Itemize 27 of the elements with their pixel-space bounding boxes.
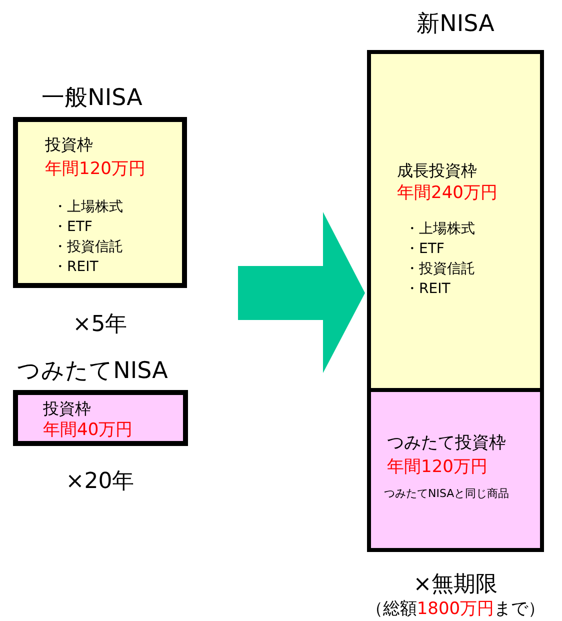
plan-box	[371, 388, 540, 548]
box-heading: 新NISA	[416, 12, 496, 38]
item-text: ・REIT	[405, 282, 450, 298]
amount-text: 年間240万円	[397, 184, 498, 203]
box-heading: 一般NISA	[40, 86, 144, 112]
item-text: ・ETF	[53, 220, 92, 236]
plan-box	[371, 54, 540, 388]
amount-text: 年間120万円	[387, 458, 488, 477]
item-text: ・上場株式	[405, 222, 475, 238]
item-text: ・投資信託	[53, 240, 123, 256]
item-text: ・上場株式	[53, 200, 123, 216]
multiplier-label: ×20年	[64, 470, 136, 494]
item-text: 投資枠	[45, 136, 93, 154]
multiplier-label: ×無期限	[412, 573, 499, 598]
item-text: つみたてNISAと同じ商品	[384, 488, 510, 500]
item-text: ・投資信託	[405, 262, 475, 278]
item-text: ・ETF	[405, 242, 444, 258]
box-heading: つみたてNISA	[16, 359, 169, 384]
item-text: 投資枠	[43, 400, 91, 418]
block-arrow	[238, 212, 365, 373]
box-title: 成長投資枠	[397, 162, 477, 180]
box-title: つみたて投資枠	[387, 434, 506, 453]
multiplier-label: ×5年	[72, 313, 128, 338]
amount-text: 年間120万円	[45, 160, 146, 179]
total-limit-note: （総額1800万円まで）	[364, 600, 546, 619]
item-text: ・REIT	[53, 260, 98, 276]
amount-text: 年間40万円	[43, 421, 133, 440]
